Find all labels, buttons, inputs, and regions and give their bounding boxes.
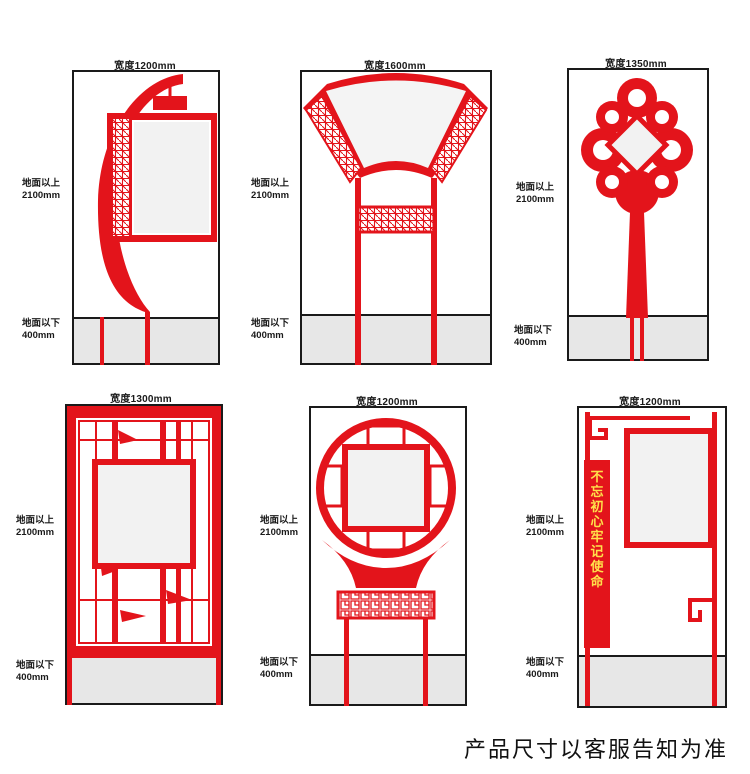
below-text: 地面以下	[514, 325, 553, 336]
above-height: 2100mm	[526, 527, 565, 538]
above-text: 地面以上	[251, 178, 290, 189]
banner-slogan: 不忘初心 牢记使命	[590, 470, 604, 590]
below-text: 地面以下	[251, 318, 290, 329]
above-height: 2100mm	[16, 527, 55, 538]
above-text: 地面以上	[516, 182, 555, 193]
below-text: 地面以下	[526, 657, 565, 668]
sign-5-art	[316, 418, 456, 706]
below-ground-label-4: 地面以下 400mm	[16, 660, 54, 684]
above-ground-label-1: 地面以上 2100mm	[22, 178, 60, 202]
above-height: 2100mm	[22, 190, 61, 201]
above-text: 地面以上	[526, 515, 565, 526]
ground-zone-2	[302, 314, 490, 363]
above-height: 2100mm	[251, 190, 290, 201]
below-height: 400mm	[16, 672, 49, 683]
width-label-4: 宽度1300mm	[110, 394, 172, 405]
below-ground-label-5: 地面以下 400mm	[260, 657, 298, 681]
below-height: 400mm	[514, 337, 547, 348]
sign-3-art	[581, 78, 693, 361]
ground-zone-5	[311, 654, 465, 704]
below-height: 400mm	[526, 669, 559, 680]
below-height: 400mm	[251, 330, 284, 341]
above-ground-label-4: 地面以上 2100mm	[16, 515, 54, 539]
sign-1-art	[97, 74, 217, 365]
above-height: 2100mm	[260, 527, 299, 538]
width-label-5: 宽度1200mm	[356, 397, 418, 408]
above-text: 地面以上	[260, 515, 299, 526]
above-text: 地面以上	[16, 515, 55, 526]
above-height: 2100mm	[516, 194, 555, 205]
below-height: 400mm	[260, 669, 293, 680]
width-label-1: 宽度1200mm	[114, 61, 176, 72]
below-text: 地面以下	[260, 657, 299, 668]
above-text: 地面以上	[22, 178, 61, 189]
below-ground-label-2: 地面以下 400mm	[251, 318, 289, 342]
above-ground-label-2: 地面以上 2100mm	[251, 178, 289, 202]
width-label-3: 宽度1350mm	[605, 59, 667, 70]
above-ground-label-5: 地面以上 2100mm	[260, 515, 298, 539]
sign-6-art	[584, 412, 717, 706]
width-label-2: 宽度1600mm	[364, 61, 426, 72]
sign-4-art	[67, 406, 221, 705]
below-ground-label-1: 地面以下 400mm	[22, 318, 60, 342]
below-text: 地面以下	[16, 660, 55, 671]
above-ground-label-3: 地面以上 2100mm	[516, 182, 554, 206]
above-ground-label-6: 地面以上 2100mm	[526, 515, 564, 539]
below-height: 400mm	[22, 330, 55, 341]
below-ground-label-6: 地面以下 400mm	[526, 657, 564, 681]
footer-note: 产品尺寸以客服告知为准	[463, 738, 728, 763]
below-text: 地面以下	[22, 318, 61, 329]
sign-2-art	[303, 73, 488, 365]
below-ground-label-3: 地面以下 400mm	[514, 325, 552, 349]
width-label-6: 宽度1200mm	[619, 397, 681, 408]
ground-zone-6	[579, 655, 725, 706]
